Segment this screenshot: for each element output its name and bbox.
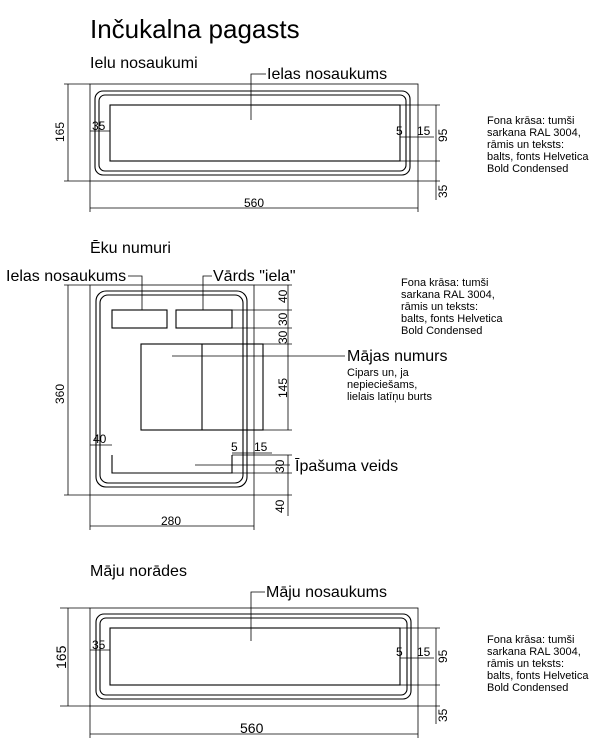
section-heading-building: Ēku numuri xyxy=(90,239,171,257)
street-sign-frame-inner xyxy=(98,94,407,172)
building-sign-frame-outer xyxy=(95,290,248,488)
building-dim-top: 40 xyxy=(276,289,290,303)
building-note-2: sarkana RAL 3004, xyxy=(401,289,495,301)
building-dim-left: 40 xyxy=(93,432,107,446)
house-dim-inner1: 5 xyxy=(396,645,403,659)
building-label-street: Ielas nosaukums xyxy=(6,268,126,285)
house-sign-frame-outer xyxy=(95,613,412,700)
house-sub-1: Cipars un, ja xyxy=(347,367,410,379)
building-word-box xyxy=(175,309,233,329)
building-note-4: balts, fonts Helvetica xyxy=(401,313,503,325)
building-sign-frame-inner xyxy=(99,294,244,484)
section-heading-street: Ielu nosaukumi xyxy=(90,55,198,72)
house-dim-inner-h: 95 xyxy=(436,649,450,663)
street-note-4: balts, fonts Helvetica xyxy=(487,151,589,163)
street-dim-inner2: 15 xyxy=(417,124,431,138)
house-note-5: Bold Condensed xyxy=(487,682,568,694)
building-label-property: Īpašuma veids xyxy=(295,457,398,475)
street-sign-frame-outer xyxy=(94,90,411,176)
street-sign-outline xyxy=(89,83,419,182)
building-dim-r2: 30 xyxy=(276,330,290,344)
house-label: Māju nosaukums xyxy=(266,584,387,601)
house-dim-inner2: 15 xyxy=(417,645,431,659)
building-sign-outline xyxy=(89,284,255,496)
house-sub-2: nepieciešams, xyxy=(347,379,417,391)
house-text-area xyxy=(109,627,401,686)
street-note-3: rāmis un teksts: xyxy=(487,139,564,151)
street-label: Ielas nosaukums xyxy=(267,66,387,83)
building-dim-height: 360 xyxy=(53,384,67,404)
section-house-signs: Māju norādes Māju nosaukums 165 560 35 5… xyxy=(53,563,589,738)
section-building-numbers: Ēku numuri Ielas nosaukums Vārds "iela" … xyxy=(6,239,503,530)
street-label-leader xyxy=(250,73,266,120)
building-dim-inner1: 5 xyxy=(231,440,238,454)
section-street-names: Ielu nosaukumi Ielas nosaukums 165 560 3… xyxy=(53,55,589,212)
building-note-1: Fona krāsa: tumši xyxy=(401,277,488,289)
street-dim-width: 560 xyxy=(244,196,264,210)
street-note-1: Fona krāsa: tumši xyxy=(487,115,574,127)
section-heading-house: Māju norādes xyxy=(90,563,187,580)
leader-street xyxy=(128,275,143,310)
building-label-house: Mājas numurs xyxy=(347,348,447,365)
house-note-2: sarkana RAL 3004, xyxy=(487,646,581,658)
building-note-3: rāmis un teksts: xyxy=(401,301,478,313)
house-note-4: balts, fonts Helvetica xyxy=(487,670,589,682)
building-dim-bottom: 40 xyxy=(273,499,287,513)
building-label-word: Vārds "iela" xyxy=(213,268,296,285)
building-dim-r1: 30 xyxy=(276,312,290,326)
building-street-box xyxy=(111,309,168,329)
leader-word xyxy=(202,275,212,310)
house-sign-outline xyxy=(89,607,419,707)
house-dim-left: 35 xyxy=(92,638,106,652)
house-sign-frame-inner xyxy=(99,617,408,696)
building-dim-prop: 30 xyxy=(273,459,287,473)
building-note-5: Bold Condensed xyxy=(401,325,482,337)
street-dim-height: 165 xyxy=(53,122,67,142)
street-dim-inner1: 5 xyxy=(396,124,403,138)
building-dim-inner2: 15 xyxy=(254,440,268,454)
building-dim-mid: 145 xyxy=(276,378,290,398)
house-dim-height: 165 xyxy=(53,645,69,669)
house-note-3: rāmis un teksts: xyxy=(487,658,564,670)
street-note-2: sarkana RAL 3004, xyxy=(487,127,581,139)
building-dim-width: 280 xyxy=(161,514,181,528)
house-dim-width: 560 xyxy=(240,720,264,736)
house-note-1: Fona krāsa: tumši xyxy=(487,634,574,646)
street-dim-inner-h: 95 xyxy=(436,128,450,142)
house-dim-bottom: 35 xyxy=(436,708,450,722)
street-text-area xyxy=(109,104,401,162)
building-property-area xyxy=(111,455,233,474)
street-dim-bottom: 35 xyxy=(436,184,450,198)
page-title: Inčukalna pagasts xyxy=(90,14,300,44)
street-note-5: Bold Condensed xyxy=(487,163,568,175)
house-sub-3: lielais latīņu burts xyxy=(347,391,432,403)
street-dim-left: 35 xyxy=(92,119,106,133)
house-label-leader xyxy=(250,591,265,641)
